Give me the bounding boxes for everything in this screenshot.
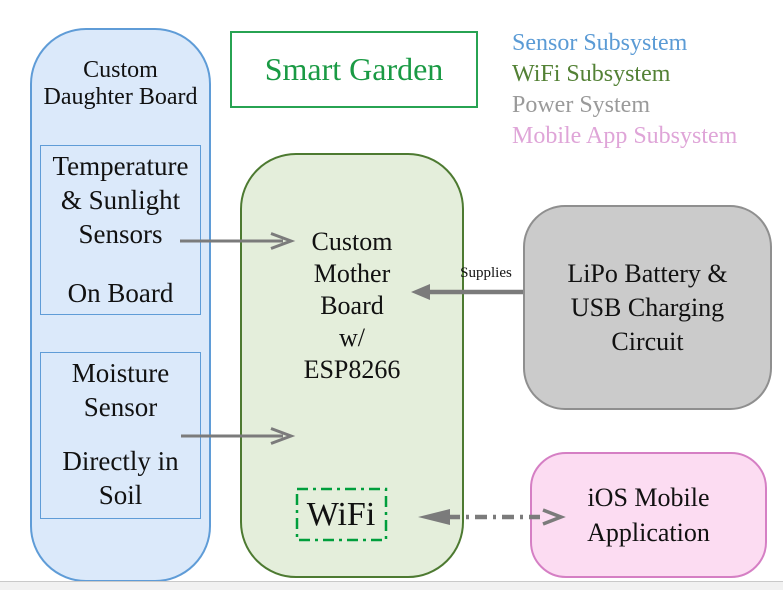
mother-board-label: Custom Mother Board w/ ESP8266 <box>303 227 401 384</box>
wifi-box: WiFi <box>296 489 386 541</box>
battery-label: LiPo Battery & USB Charging Circuit <box>567 258 728 356</box>
temperature-sensor-label: Temperature & Sunlight Sensors <box>52 151 189 249</box>
temperature-sensor-box: Temperature & Sunlight Sensors On Board <box>40 145 201 315</box>
legend-item-power-system: Power System <box>512 92 650 118</box>
wifi-label: WiFi <box>306 496 376 533</box>
daughter-board-title: Custom Daughter Board <box>43 57 198 110</box>
mobile-app-label: iOS Mobile Application <box>587 483 710 547</box>
temperature-sensor-location: On Board <box>67 278 174 308</box>
legend-item-sensor-subsystem: Sensor Subsystem <box>512 30 688 56</box>
legend: Sensor Subsystem WiFi Subsystem Power Sy… <box>512 28 772 152</box>
bottom-window-edge <box>0 581 783 590</box>
legend-item-wifi-subsystem: WiFi Subsystem <box>512 61 671 87</box>
mobile-app-box: iOS Mobile Application <box>530 452 767 578</box>
title-box: Smart Garden <box>230 31 478 108</box>
legend-item-mobile-app-subsystem: Mobile App Subsystem <box>512 123 738 149</box>
moisture-sensor-label: Moisture Sensor <box>71 358 170 422</box>
moisture-sensor-box: Moisture Sensor Directly in Soil <box>40 352 201 519</box>
moisture-sensor-location: Directly in Soil <box>62 446 179 510</box>
supplies-label: Supplies <box>460 265 512 281</box>
battery-box: LiPo Battery & USB Charging Circuit <box>523 205 772 410</box>
page-title: Smart Garden <box>264 51 444 87</box>
